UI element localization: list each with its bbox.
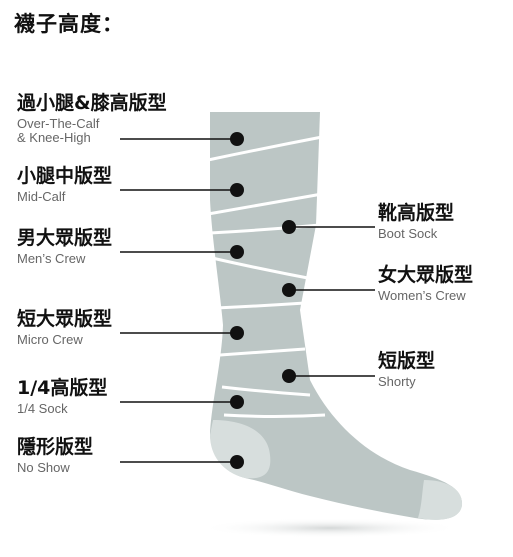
marker-boot-sock	[282, 220, 296, 234]
label-zh: 男大眾版型	[17, 227, 113, 249]
height-markers	[230, 132, 296, 469]
label-zh: 女大眾版型	[378, 264, 474, 286]
label-zh: 小腿中版型	[17, 165, 113, 187]
label-no-show: 隱形版型 No Show	[17, 438, 93, 475]
marker-shorty	[282, 369, 296, 383]
marker-mens-crew	[230, 245, 244, 259]
marker-over-the-calf	[230, 132, 244, 146]
label-zh: 1/4高版型	[17, 377, 108, 399]
band-6	[219, 347, 306, 357]
band-1	[207, 135, 323, 162]
label-en: Men’s Crew	[17, 251, 86, 266]
sock-heel	[210, 420, 271, 479]
label-micro-crew: 短大眾版型 Micro Crew	[17, 310, 112, 347]
label-shorty: 短版型 Shorty	[378, 352, 435, 389]
label-en: Women’s Crew	[378, 288, 466, 303]
label-womens-crew: 女大眾版型 Women’s Crew	[378, 266, 473, 303]
label-quarter-sock: 1/4高版型 1/4 Sock	[17, 379, 107, 416]
label-en: Mid-Calf	[17, 189, 66, 204]
marker-micro-crew	[230, 326, 244, 340]
label-en: Boot Sock	[378, 226, 438, 241]
band-3	[209, 223, 321, 235]
label-en: Micro Crew	[17, 332, 83, 347]
label-zh: 靴高版型	[378, 202, 455, 224]
page-title: 襪子高度：	[14, 12, 124, 36]
band-7	[221, 385, 311, 397]
label-mid-calf: 小腿中版型 Mid-Calf	[17, 167, 112, 204]
label-en: 1/4 Sock	[17, 401, 68, 416]
marker-womens-crew	[282, 283, 296, 297]
label-zh: 隱形版型	[17, 436, 94, 458]
leader-lines	[120, 138, 375, 463]
band-5	[215, 301, 306, 310]
height-bands	[207, 135, 326, 418]
marker-quarter-sock	[230, 395, 244, 409]
label-en: No Show	[17, 460, 70, 475]
band-8	[223, 413, 326, 418]
label-en: Shorty	[378, 374, 416, 389]
band-4	[211, 256, 319, 282]
marker-mid-calf	[230, 183, 244, 197]
label-zh: 短大眾版型	[17, 308, 113, 330]
sock-toe	[418, 480, 463, 520]
band-2	[207, 192, 323, 216]
marker-no-show	[230, 455, 244, 469]
label-zh: 短版型	[378, 350, 436, 372]
label-zh: 過小腿&膝高版型	[17, 92, 167, 114]
sock-shadow	[200, 518, 460, 538]
label-en: Over-The-Calf & Knee-High	[17, 116, 100, 146]
label-over-the-calf: 過小腿&膝高版型 Over-The-Calf & Knee-High	[17, 94, 167, 146]
label-mens-crew: 男大眾版型 Men’s Crew	[17, 229, 112, 266]
label-boot-sock: 靴高版型 Boot Sock	[378, 204, 454, 241]
